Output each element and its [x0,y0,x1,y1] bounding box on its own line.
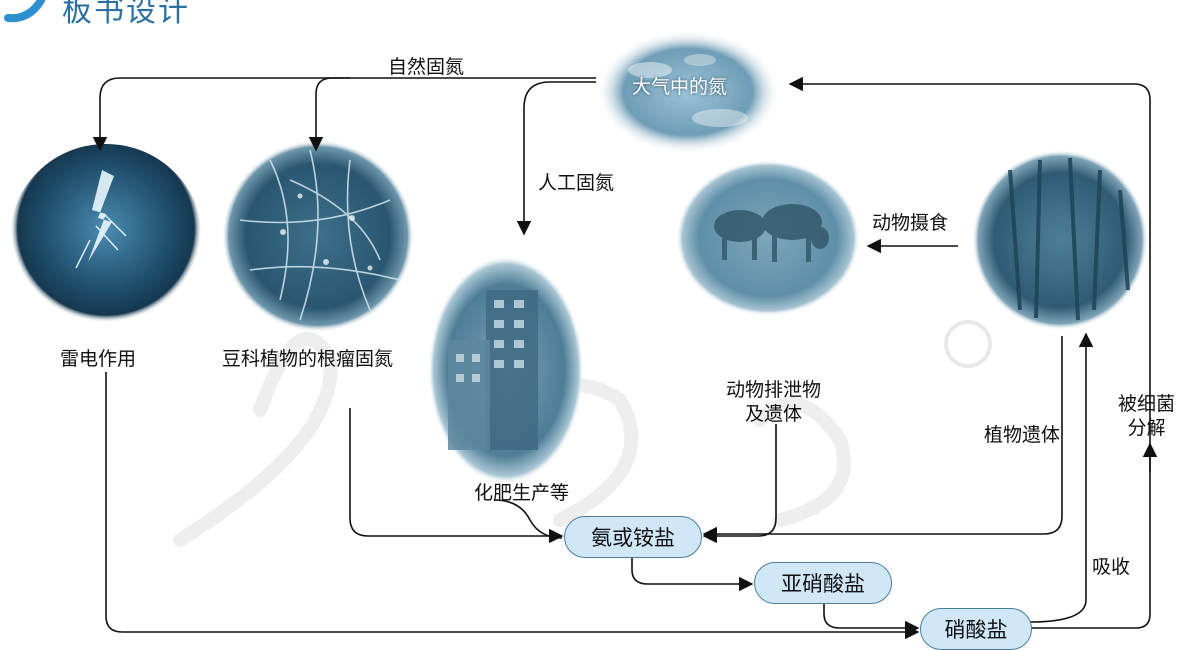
arrow-plant-remains-to-ammonia [702,336,1063,542]
arrow-natural-to-legume [308,77,350,152]
node-nitrite: 亚硝酸盐 [754,562,892,604]
arrow-absorption [1029,332,1094,623]
label-absorption: 吸收 [1092,556,1131,578]
arrow-artificial-fixation [516,81,596,236]
node-atmosphere: 大气中的氮 [632,76,728,98]
label-artificial-fixation: 人工固氮 [538,172,615,194]
header-title: 板书设计 [62,0,190,29]
sky-clouds-image [596,30,780,154]
arrow-nitrite-to-nitrate [823,602,920,636]
swirl-logo-icon [4,0,46,23]
arrow-legume-to-ammonia [349,408,564,544]
node-legume: 豆科植物的根瘤固氮 [222,348,394,370]
arrow-excretion-to-ammonia [702,424,777,544]
arrow-nitrate-to-bacteria [1030,442,1158,629]
cattle-image [676,160,860,316]
label-animal-feeding: 动物摄食 [872,212,949,234]
node-fertilizer: 化肥生产等 [474,482,570,504]
arrow-lightning-to-nitrate [105,372,920,640]
node-nitrate: 硝酸盐 [920,608,1032,650]
arrow-fertilizer-to-ammonia [493,499,563,539]
node-plant-remains: 植物遗体 [984,424,1061,446]
node-lightning: 雷电作用 [60,348,137,370]
lightning-image [10,144,202,332]
label-natural-fixation: 自然固氮 [388,56,465,78]
root-nodules-image [222,140,414,332]
node-animal-excretion: 动物排泄物 及遗体 [726,379,822,425]
factory-image [428,256,584,484]
label-bacteria-decomposition: 被细菌 分解 [1118,393,1176,439]
node-ammonia: 氨或铵盐 [564,516,702,558]
arrow-natural-to-lightning [92,77,596,152]
arrow-ammonia-to-nitrite [631,558,754,592]
arrow-decomposition-to-atmosphere [788,76,1151,472]
forest-image [972,150,1148,330]
